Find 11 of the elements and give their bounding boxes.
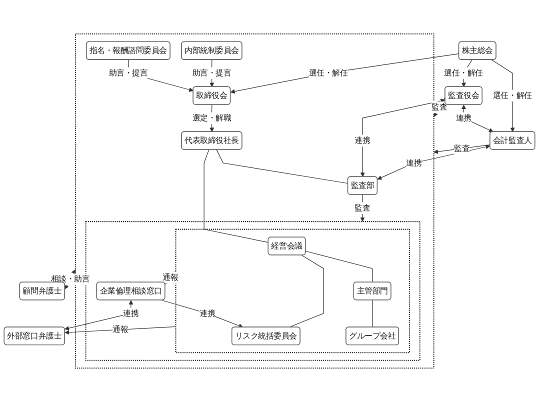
- arrow: [461, 104, 494, 132]
- arrow: [230, 53, 460, 94]
- arrow: [64, 300, 134, 330]
- connector: [305, 250, 373, 283]
- connector: [204, 149, 269, 243]
- connector: [288, 254, 324, 328]
- arrow: [360, 98, 446, 178]
- arrow: [360, 194, 365, 222]
- connector: [216, 149, 348, 184]
- connector: [372, 300, 373, 328]
- arrow: [161, 300, 244, 328]
